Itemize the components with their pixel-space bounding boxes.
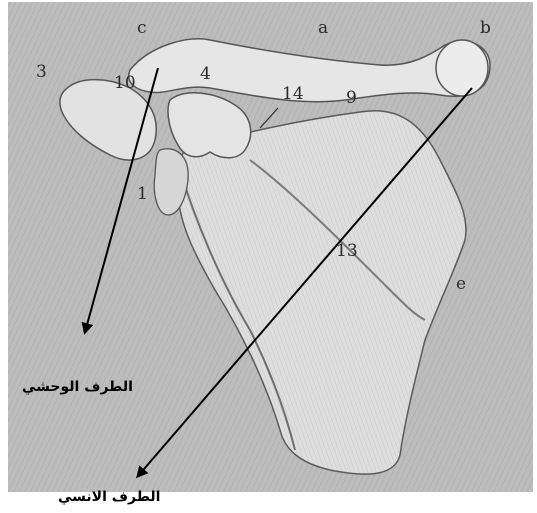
- label-a: a: [318, 20, 328, 37]
- label-b: b: [480, 20, 491, 37]
- label-10: 10: [114, 75, 136, 92]
- clavicle-sternal-end: [436, 40, 488, 96]
- label-1: 1: [137, 186, 148, 203]
- label-c: c: [137, 20, 147, 37]
- label-9: 9: [346, 90, 357, 107]
- label-14: 14: [282, 86, 304, 103]
- medial-end-caption: الطرف الانسي: [58, 490, 160, 504]
- label-13: 13: [336, 243, 358, 260]
- label-3: 3: [36, 64, 47, 81]
- label-e: e: [456, 276, 466, 293]
- lateral-end-caption: الطرف الوحشي: [22, 380, 133, 394]
- label-4: 4: [200, 66, 211, 83]
